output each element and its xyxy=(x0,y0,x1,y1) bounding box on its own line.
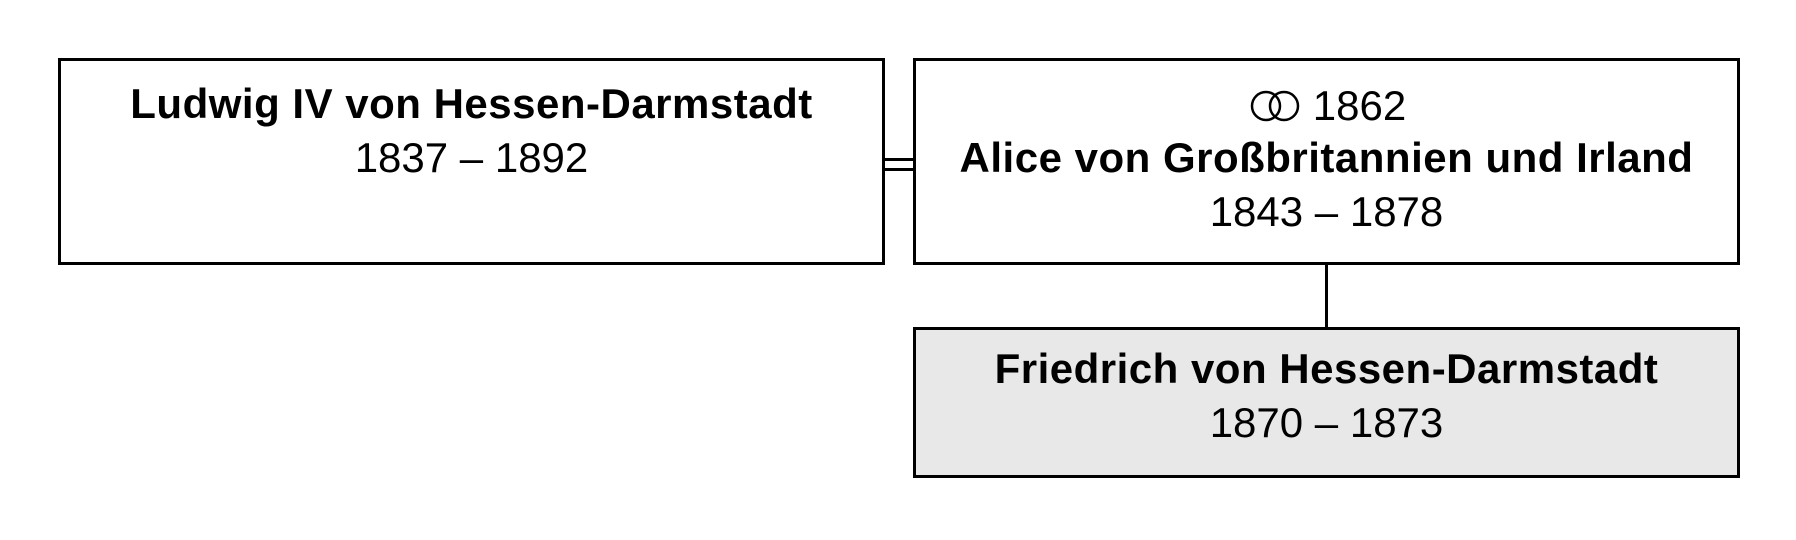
marriage-connector-bottom xyxy=(885,168,913,171)
child-box[interactable]: Friedrich von Hessen-Darmstadt 1870 – 18… xyxy=(913,327,1740,478)
wedding-rings-icon xyxy=(1250,90,1300,122)
mother-box[interactable]: 1862 Alice von Großbritannien und Irland… xyxy=(913,58,1740,265)
child-name: Friedrich von Hessen-Darmstadt xyxy=(994,345,1659,392)
mother-name: Alice von Großbritannien und Irland xyxy=(959,134,1694,181)
marriage-info: 1862 xyxy=(1247,81,1406,131)
marriage-connector-top xyxy=(885,158,913,161)
child-years: 1870 – 1873 xyxy=(1209,399,1444,446)
descent-connector xyxy=(1325,265,1328,327)
mother-years: 1843 – 1878 xyxy=(1209,188,1444,235)
father-box[interactable]: Ludwig IV von Hessen-Darmstadt 1837 – 18… xyxy=(58,58,885,265)
marriage-year: 1862 xyxy=(1312,82,1407,129)
father-years: 1837 – 1892 xyxy=(354,134,589,181)
father-name: Ludwig IV von Hessen-Darmstadt xyxy=(130,80,813,127)
